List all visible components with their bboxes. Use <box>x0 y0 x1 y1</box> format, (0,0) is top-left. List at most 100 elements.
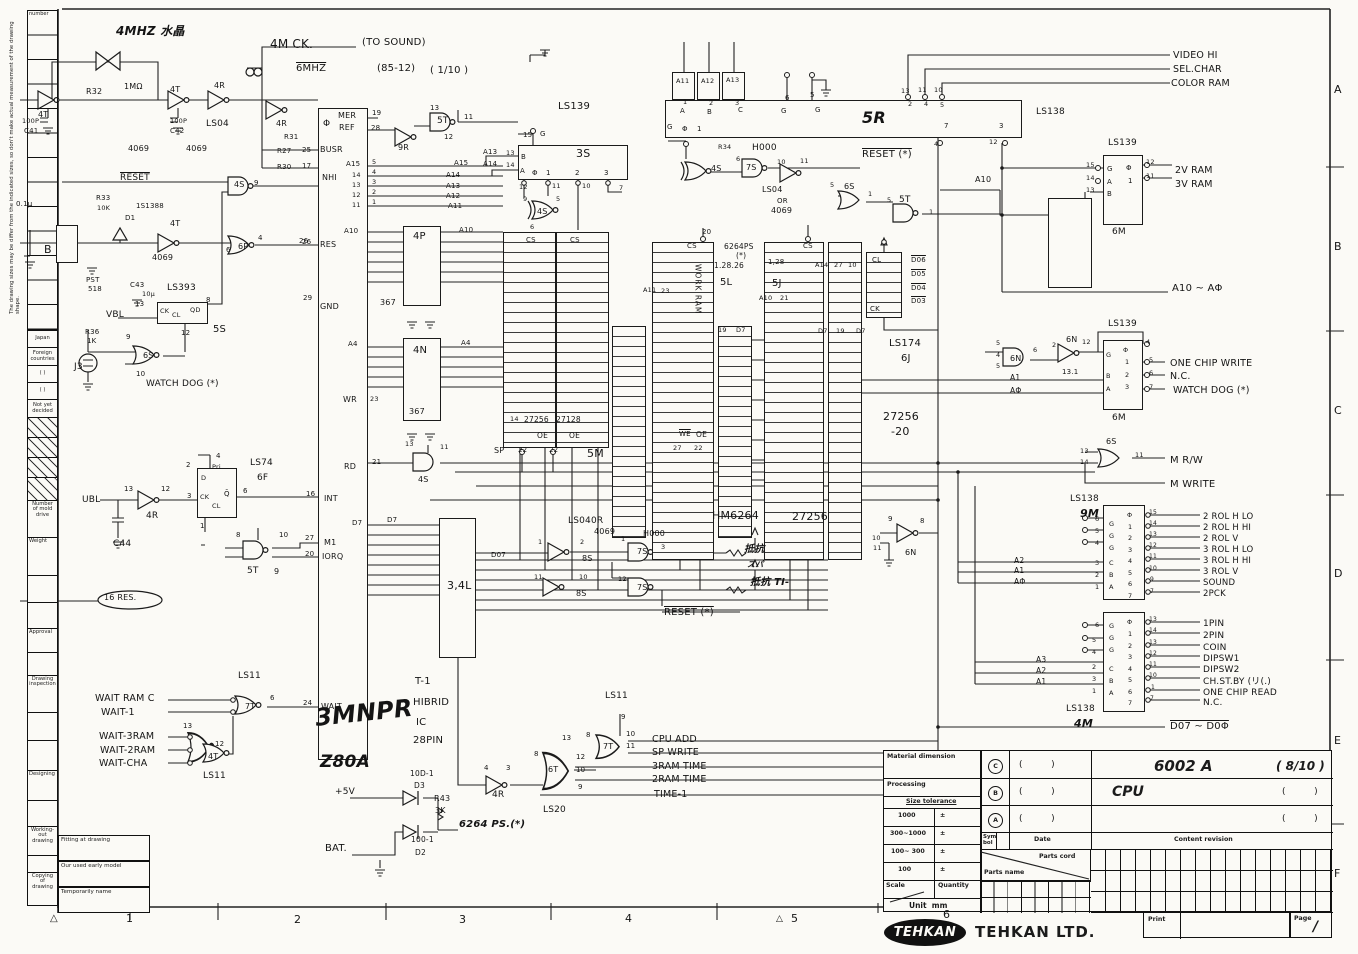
schematic-label: 7T <box>245 702 256 711</box>
schematic-label: LS11 <box>238 671 261 681</box>
schematic-label: 1 <box>538 538 543 546</box>
schematic-label: D7 <box>352 519 363 527</box>
parts-name-label: Parts name <box>984 869 1025 876</box>
schematic-label: A <box>1334 83 1342 96</box>
schematic-label: G <box>1109 634 1115 642</box>
schematic-label: 4T <box>38 110 49 119</box>
schematic-label: 11 <box>552 182 561 190</box>
ic-rom-27256-20 <box>828 242 862 560</box>
schematic-label: 7S <box>637 583 648 592</box>
schematic-label: 12 <box>989 138 998 146</box>
schematic-label: CS <box>526 236 536 244</box>
schematic-label: CL <box>212 502 221 510</box>
schematic-label: 4R <box>276 119 288 128</box>
schematic-label: B <box>1107 190 1113 198</box>
schematic-label: 12 <box>519 183 528 191</box>
sidebar-subbox-1: Our used early model <box>58 861 150 887</box>
ic-cpu-z80 <box>318 108 368 760</box>
schematic-label: 6 <box>1033 346 1038 354</box>
schematic-label: 10D-1 <box>410 769 434 778</box>
schematic-label: 11 <box>1149 553 1158 560</box>
schematic-label: 6M <box>1112 413 1126 423</box>
schematic-label: R34 <box>718 143 732 151</box>
schematic-label: 3,4L <box>447 579 472 592</box>
schematic-label: 4 <box>216 452 221 460</box>
schematic-label: 29 <box>303 294 313 302</box>
schematic-label: 27256 <box>883 410 919 423</box>
schematic-label: 9 <box>274 567 280 576</box>
schematic-label: 11 <box>1146 172 1155 180</box>
schematic-label: ONE CHIP WRITE <box>1170 358 1253 369</box>
schematic-label: H000 <box>752 143 777 153</box>
schematic-label: 367 <box>409 407 425 416</box>
schematic-label: 1 <box>929 208 934 216</box>
pm-1: ± <box>940 830 946 837</box>
schematic-label: 3 ROL H LO <box>1203 545 1254 555</box>
schematic-label: 5 <box>810 91 815 99</box>
ic-box-a11 <box>672 72 695 100</box>
schematic-label: 1PIN <box>1203 619 1225 629</box>
schematic-label: 12 <box>1149 650 1158 657</box>
rev-letter-c: C <box>988 759 1003 774</box>
ic-ram-5j <box>764 242 824 560</box>
schematic-label: 4 <box>484 764 489 772</box>
schematic-label: CS <box>687 242 697 250</box>
sidebar-row-9: Number of mold drive <box>28 500 57 537</box>
schematic-label: 6 <box>736 155 741 163</box>
schematic-label: D07 <box>491 551 506 559</box>
pm-3: ± <box>940 866 946 873</box>
ic-hybrid-34l <box>439 518 476 658</box>
schematic-label: 5 <box>372 158 377 166</box>
schematic-label: 12 <box>618 575 627 583</box>
print-label: Print <box>1148 916 1166 923</box>
schematic-label: C43 <box>130 281 145 289</box>
schematic-label: M WRITE <box>1170 479 1216 490</box>
schematic-label: LS139 <box>1108 138 1137 148</box>
schematic-label: A1 <box>1010 373 1021 382</box>
schematic-label: 8 <box>920 517 925 525</box>
schematic-label: 7 <box>1149 383 1154 391</box>
schematic-label: 6P <box>238 242 249 251</box>
schematic-label: 8 <box>586 731 591 739</box>
schematic-label: LS138 <box>1066 704 1095 714</box>
schematic-label: 4M <box>1074 717 1094 730</box>
schematic-label: 6 <box>1149 369 1154 377</box>
schematic-label: A15 <box>346 160 361 168</box>
schematic-label: 13 <box>901 87 910 95</box>
schematic-label: LS11 <box>203 771 226 781</box>
schematic-label: 20 <box>702 228 712 236</box>
schematic-label: Φ <box>1127 511 1133 519</box>
schematic-label: 6 <box>270 694 275 702</box>
schematic-label: 11 <box>1149 661 1158 668</box>
schematic-label: 2 <box>372 188 377 196</box>
schematic-label: 11 <box>800 157 809 165</box>
schematic-label: 1 <box>372 198 377 206</box>
schematic-label: 1 <box>1092 687 1097 695</box>
ic-box-a12 <box>697 72 720 100</box>
schematic-label: 12 <box>181 329 191 337</box>
schematic-label: 1 <box>683 98 688 106</box>
schematic-label: 8S <box>576 589 587 598</box>
sidebar-row-15: Drawing inspection <box>28 675 57 712</box>
schematic-label: 13 <box>1149 616 1158 623</box>
schematic-label: 5 <box>1128 569 1133 577</box>
schematic-label: D7 <box>856 327 866 335</box>
schematic-label: 6 <box>226 246 231 254</box>
schematic-label: HM6264 <box>712 509 759 522</box>
schematic-label: 5R <box>862 108 886 127</box>
schematic-label: 2 <box>1052 341 1057 349</box>
ic-ff-ls174-6j <box>866 252 902 318</box>
schematic-label: 27 <box>673 444 682 452</box>
ic-buffer-4n <box>403 338 441 421</box>
schematic-label: DIPSW1 <box>1203 654 1240 664</box>
schematic-label: 26 <box>302 238 312 246</box>
schematic-label: 13 <box>352 181 361 189</box>
schematic-label: 1 <box>697 125 702 133</box>
ic-ls138-5r <box>665 100 1022 138</box>
schematic-label: +5V <box>335 787 356 797</box>
schematic-label: 5L <box>720 277 733 288</box>
schematic-label: R27 <box>277 147 292 155</box>
schematic-label: 13 <box>1149 531 1158 538</box>
schematic-label: 6J <box>901 353 911 364</box>
schematic-label: 3 <box>1092 675 1097 683</box>
